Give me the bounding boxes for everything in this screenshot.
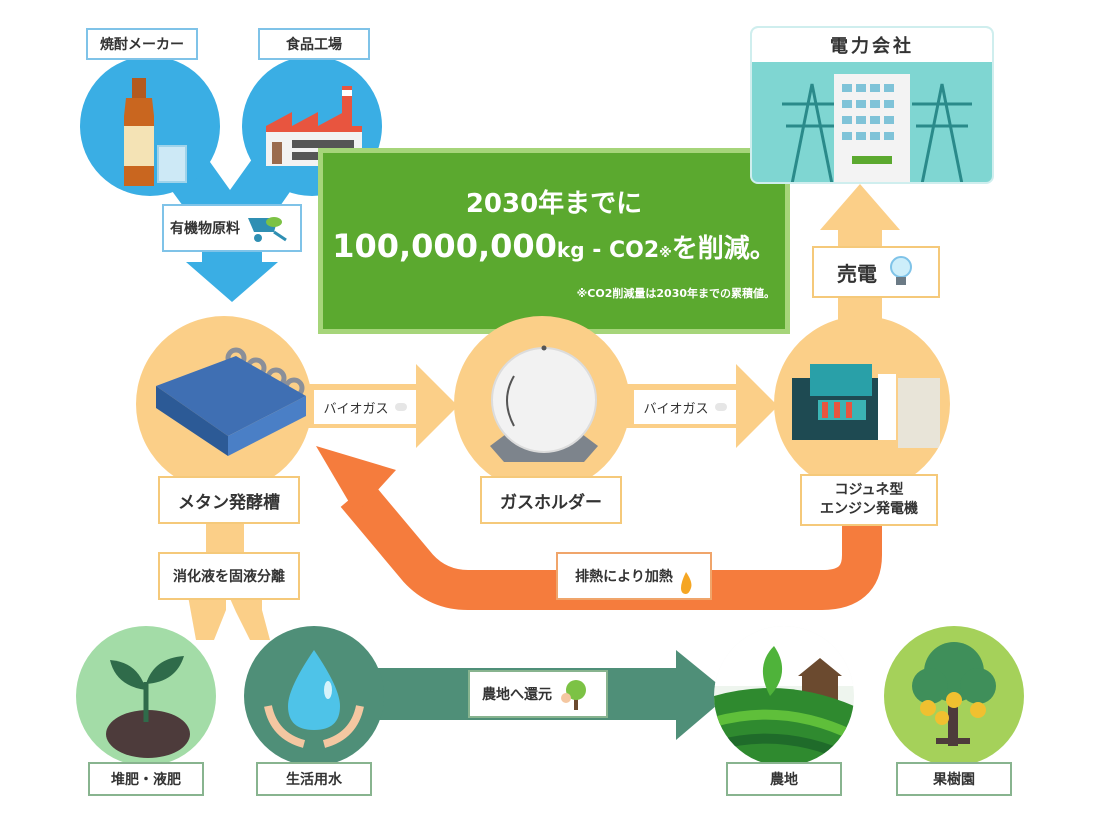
biogas-arrow-1-head [416,364,458,448]
power-company-title: 電力会社 [752,28,992,62]
biogas-text-2: バイオガス [643,401,709,417]
headline-mark: ※ [659,246,672,261]
fruit-tree-icon [912,642,996,746]
gas-holder-circle [454,316,630,492]
compost-circle [76,626,216,766]
lightbulb-icon [890,256,912,285]
process-methane-label: メタン発酵槽 [158,476,300,524]
cloud-icon [394,403,407,411]
heat-return-arrow [340,481,882,610]
sell-electricity-label: 売電 [812,246,940,298]
power-tower-icon [782,74,972,182]
return-farm-label: 農地へ還元 [468,670,608,718]
headline-end: を削減。 [671,234,776,264]
raw-material-text: 有機物原料 [170,221,240,237]
cloud-icon [714,403,727,411]
water-circle [244,626,384,766]
flame-icon [680,572,692,594]
biogas-arrow-2-head [736,364,778,448]
headline-line2: 100,000,000kg - CO2※を削減。 [323,227,785,265]
process-generator-label: コジュネ型 エンジン発電機 [800,474,938,526]
biogas-label-2: バイオガス [632,388,738,426]
sell-text: 売電 [837,261,877,286]
biogas-text-1: バイオガス [323,401,389,417]
gas-holder-icon [490,345,598,462]
tank-icon [156,347,306,456]
headline-note: ※CO2削減量は2030年までの累積値。 [576,287,775,300]
headline-unit: kg [556,238,585,262]
separation-label: 消化液を固液分離 [158,552,300,600]
farmland-icon [714,626,854,766]
raw-material-label: 有機物原料 [162,204,302,252]
source-factory-label: 食品工場 [258,28,370,60]
output-water-label: 生活用水 [256,762,372,796]
headline-box: 2030年までに 100,000,000kg - CO2※を削減。 ※CO2削減… [318,148,790,334]
headline-co2: CO2 [608,238,660,263]
generator-icon [792,364,940,448]
shochu-circle [80,56,220,196]
power-company-box: 電力会社 [750,26,994,184]
headline-separator: - [584,238,609,263]
heat-return-text: 排熱により加熱 [575,569,673,585]
generator-circle [774,316,950,492]
output-orchard-label: 果樹園 [896,762,1012,796]
tree-icon [561,680,586,710]
headline-line1: 2030年までに [465,189,643,219]
source-shochu-label: 焼酎メーカー [86,28,198,60]
water-drop-icon [264,650,364,748]
blue-arrow-head [186,262,278,302]
orchard-circle [884,626,1024,766]
wheelbarrow-icon [248,217,287,242]
sprout-icon [106,656,190,758]
output-farmland-label: 農地 [726,762,842,796]
bottle-icon [124,78,187,186]
farm-arrow-head [676,650,730,740]
headline-number: 100,000,000 [332,227,557,265]
farmland-circle [714,626,854,766]
process-gasholder-label: ガスホルダー [480,476,622,524]
biogas-label-1: バイオガス [312,388,418,426]
methane-tank-circle [136,316,312,492]
output-compost-label: 堆肥・液肥 [88,762,204,796]
power-up-head [820,184,900,230]
return-farm-text: 農地へ還元 [482,687,552,703]
heat-return-label: 排熱により加熱 [556,552,712,600]
